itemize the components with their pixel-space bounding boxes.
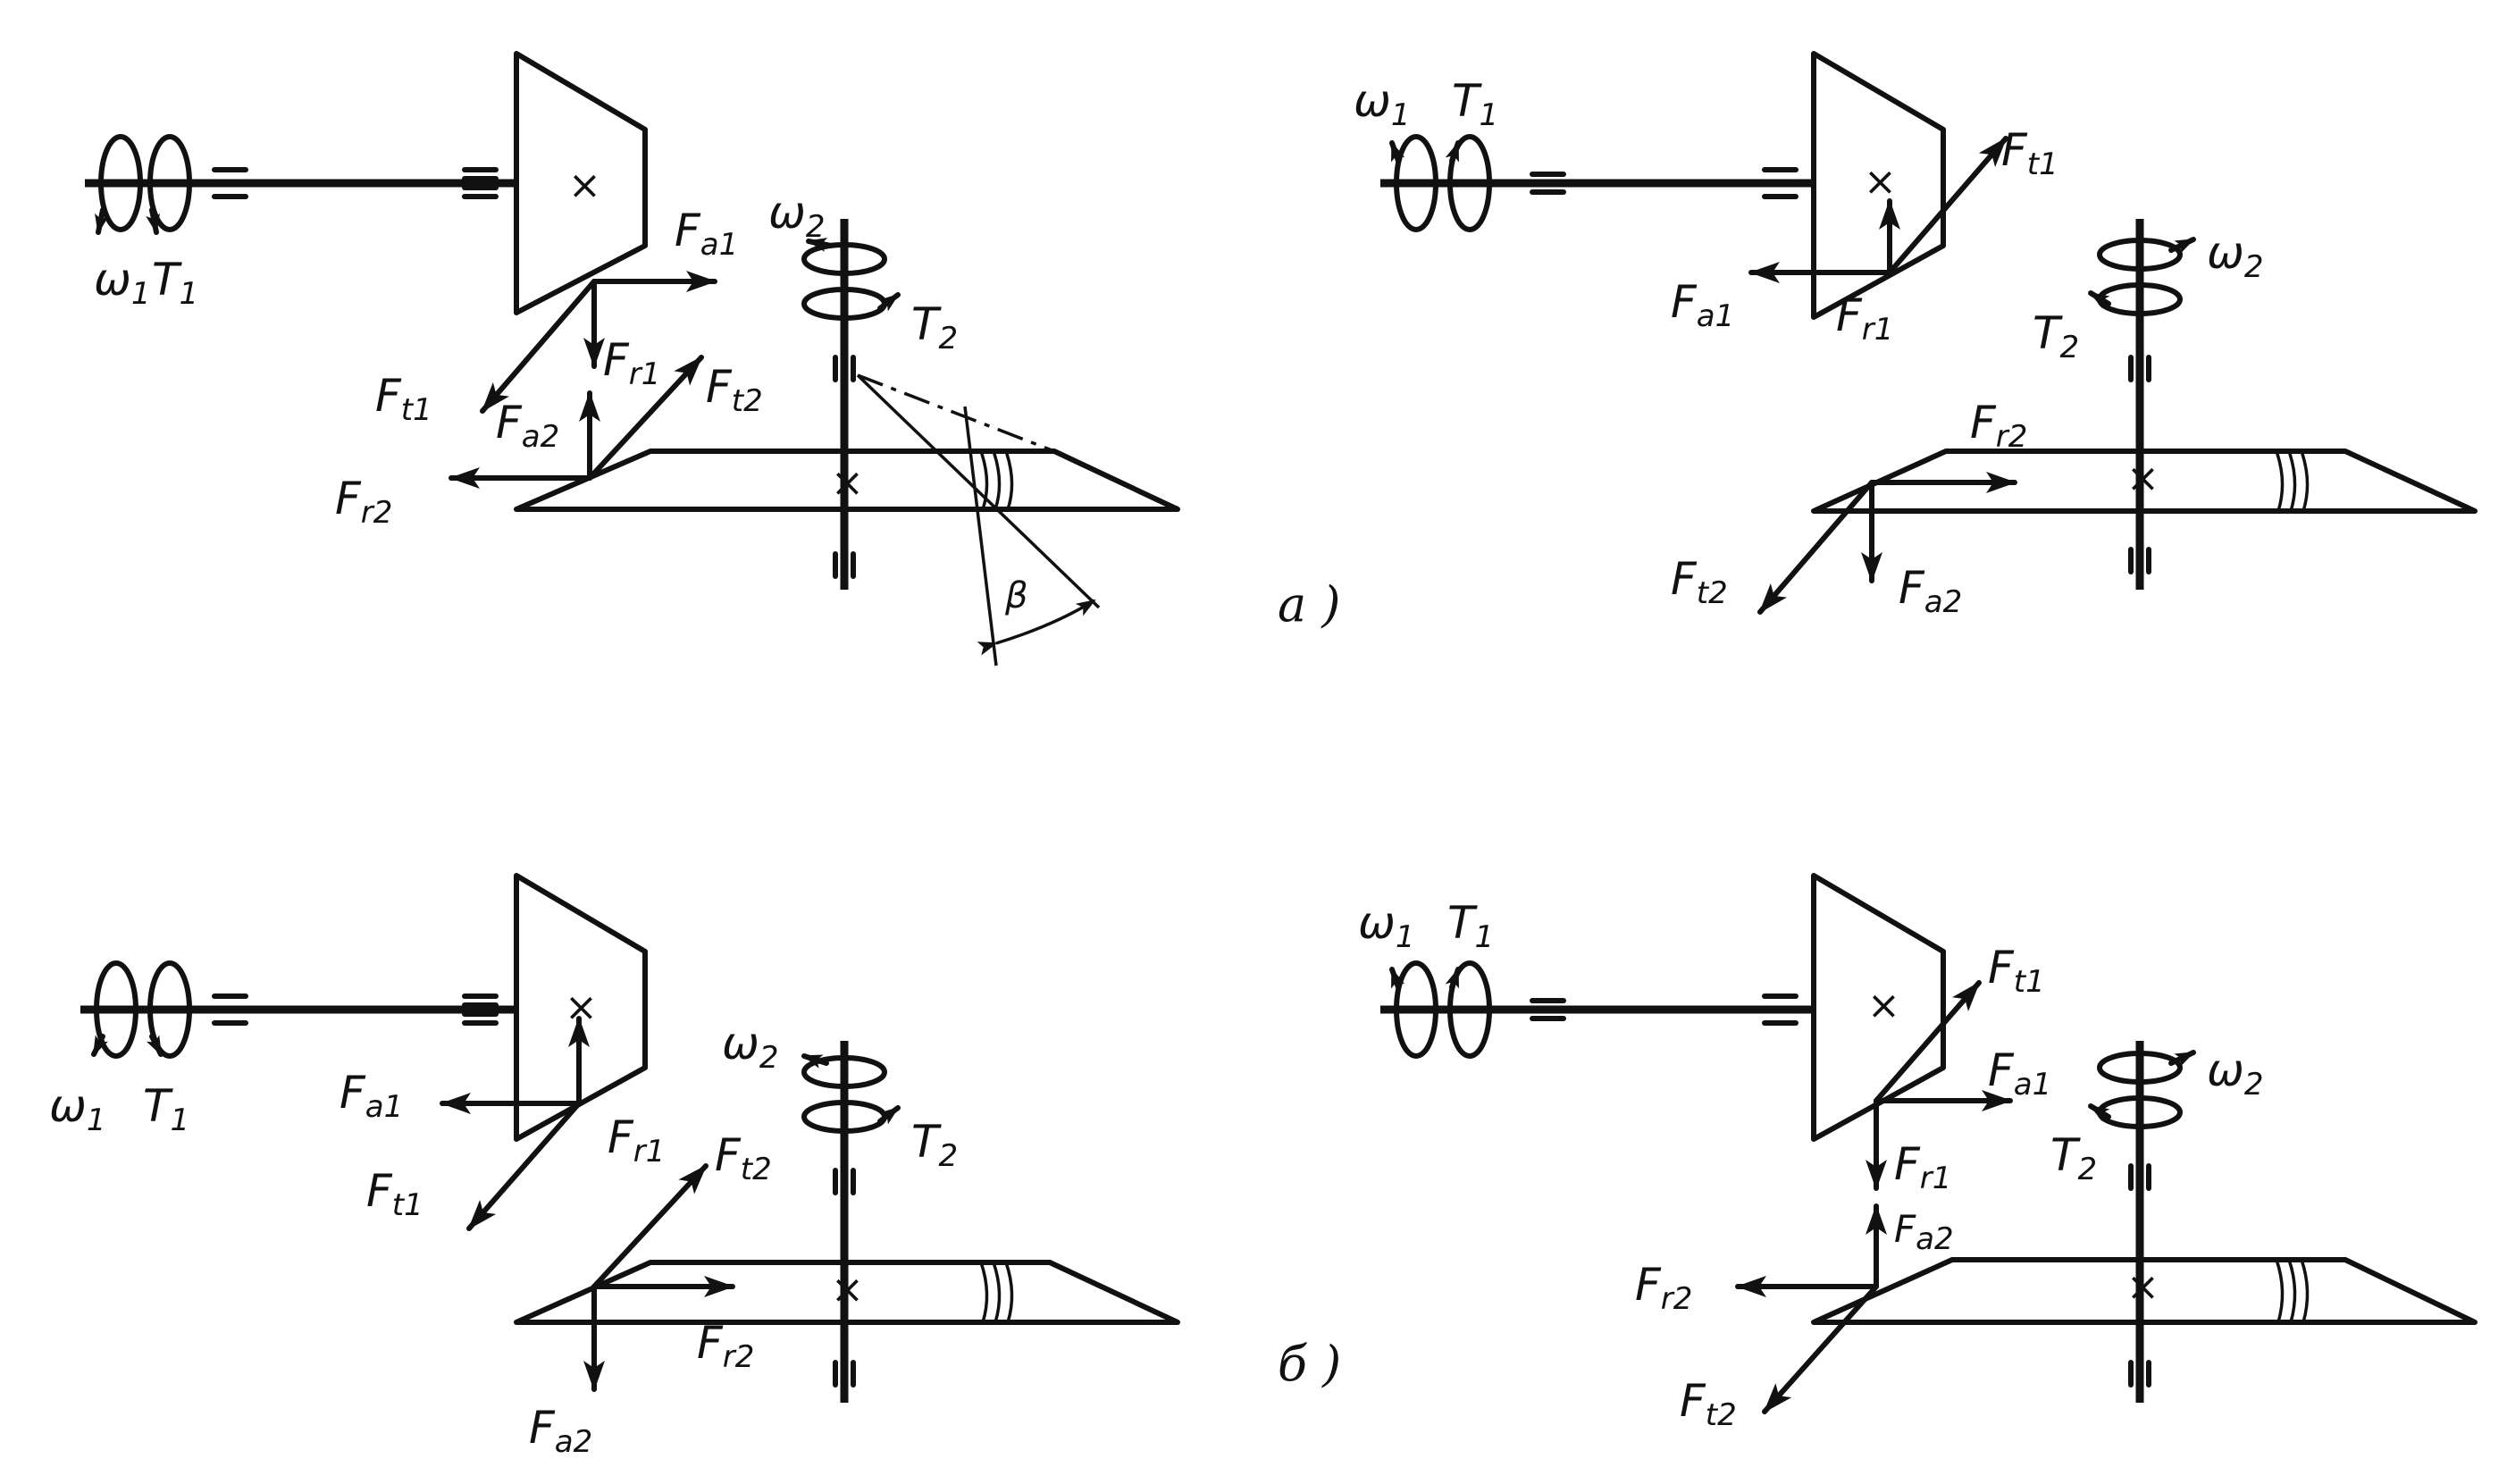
label-fr1: Fr1 [608,1111,665,1170]
pinion-gear [1811,873,1946,1142]
force-arrows [449,271,717,489]
force-ft2-arrow [1757,480,1874,615]
caption-b: б ) [1278,1336,1341,1392]
label-ft1: Ft1 [375,370,432,428]
axis-cross: × [568,163,601,208]
axis-cross: × [1867,983,1900,1028]
label-fr1: Fr1 [1894,1138,1951,1196]
input-shaft [80,994,516,1026]
label-fr1: Fr1 [1836,289,1893,348]
label-fa2: Fa2 [1894,1207,1954,1257]
rotation-arrows-input [95,134,192,235]
rotation-arrows-input [91,960,192,1059]
panel-b-left: × × ω1 T1 Fa1 Fr1 Ft1 ω2 T2 F [49,873,1180,1460]
label-fr2: Fr2 [1970,397,2027,455]
label-ft2: Ft2 [1680,1375,1737,1433]
label-fa2: Fa2 [529,1402,592,1460]
label-fa1: Fa1 [1988,1044,2051,1103]
label-t2: T2 [2033,307,2079,365]
label-ft2: Ft2 [1671,553,1728,611]
label-omega2: ω2 [2207,227,2264,285]
label-omega1: ω1 [1354,75,1411,133]
label-fa1: Fa1 [675,205,738,263]
panel-a-right: × × ω1 T1 Ft1 Fa1 Fr1 ω2 T2 F [1354,51,2478,620]
panel-b-right: × × ω1 T1 Ft1 Fa1 Fr1 Fa2 ω2 [1358,873,2478,1433]
label-fr2: Fr2 [1635,1259,1692,1317]
label-omega1: ω1 [94,254,151,312]
label-omega2: ω2 [2207,1044,2264,1103]
label-fr1: Fr1 [603,334,660,392]
label-fa2: Fa2 [1899,562,1962,620]
label-ft2: Ft2 [706,361,763,419]
wheel-gear [1811,449,2478,514]
label-fr2: Fr2 [335,473,392,531]
force-ft2-arrow [587,355,704,481]
label-omega2: ω2 [722,1018,779,1076]
label-omega2: ω2 [768,187,826,245]
axis-cross: × [2126,1264,2159,1310]
label-t1: T1 [1452,75,1498,133]
label-ft1: Ft1 [366,1165,423,1223]
rotation-arrows-output [801,238,901,321]
force-ft1-arrow [480,279,597,414]
label-fa1: Fa1 [340,1067,403,1125]
force-ft2-arrow [591,1163,708,1289]
label-fa1: Fa1 [1671,276,1734,334]
rotation-arrows-input [1389,960,1492,1059]
rotation-arrows-output [801,1053,901,1134]
axis-cross: × [831,460,864,506]
label-ft2: Ft2 [715,1129,772,1187]
force-ft1-arrow [1874,980,1982,1103]
beta-label: β [1004,575,1028,616]
label-fa2: Fa2 [496,397,559,455]
force-arrows [1735,980,2013,1414]
label-omega1: ω1 [49,1080,106,1138]
label-t2: T2 [911,1116,958,1174]
force-arrows [1748,136,2017,615]
axis-cross: × [1864,159,1897,205]
force-ft1-arrow [466,1101,582,1231]
input-shaft [1380,994,1814,1026]
force-arrows [440,1016,735,1392]
wheel-gear [1811,1257,2478,1325]
rotation-arrows-output [2088,237,2196,316]
label-omega1: ω1 [1358,897,1415,955]
label-t1: T1 [152,254,198,312]
label-t2: T2 [2050,1129,2097,1187]
axis-cross: × [831,1267,864,1312]
label-t1: T1 [143,1080,189,1138]
pinion-gear [514,51,648,315]
helix-line [856,373,1101,609]
label-ft1: Ft1 [1988,942,2045,1000]
rotation-arrows-output [2088,1050,2196,1129]
label-ft1: Ft1 [2001,124,2058,182]
label-t2: T2 [911,298,958,356]
force-ft2-arrow [1762,1284,1879,1414]
axis-cross: × [2126,456,2159,501]
panel-a-left: × × β [85,51,1180,667]
input-shaft [85,167,516,199]
force-ft1-arrow [1887,136,2008,275]
caption-a: a ) [1278,576,1340,633]
label-fr2: Fr2 [697,1317,754,1375]
input-shaft [1380,167,1814,199]
rotation-arrows-input [1389,134,1492,232]
pinion-gear [514,873,648,1142]
label-t1: T1 [1447,897,1494,955]
